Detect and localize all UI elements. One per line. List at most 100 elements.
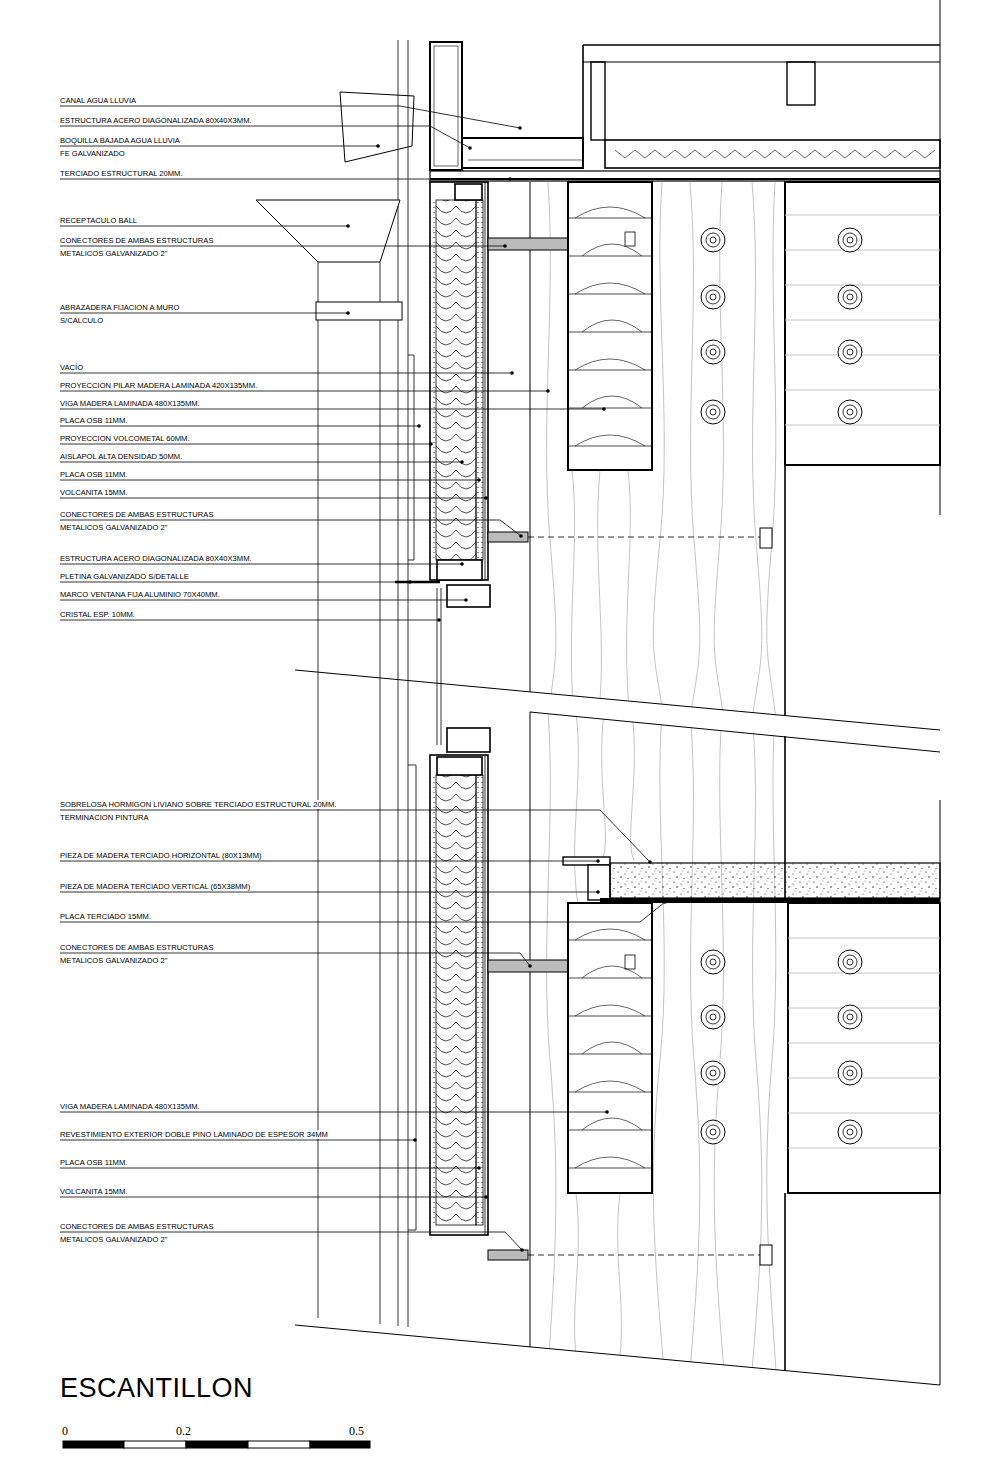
wall-panel	[437, 757, 482, 775]
leader-dot	[528, 964, 532, 968]
downpipe	[256, 200, 402, 320]
bolts	[847, 294, 853, 300]
glulam-beam	[568, 218, 652, 446]
leader-dot	[460, 562, 464, 566]
bolts	[847, 1070, 853, 1076]
callout-text: ESTRUCTURA ACERO DIAGONALIZADA 80X40X3MM…	[60, 554, 252, 563]
bolts	[701, 950, 725, 974]
bolts	[701, 1120, 725, 1144]
structure-lines	[784, 465, 786, 716]
callout-text: PIEZA DE MADERA TERCIADO HORIZONTAL (80X…	[60, 851, 262, 860]
bolts	[843, 955, 857, 969]
glulam-beam	[568, 903, 652, 1193]
leader-line	[60, 1140, 415, 1141]
bolts	[838, 1120, 862, 1144]
bolts	[706, 405, 720, 419]
callout-text: PROYECCION PILAR MADERA LAMINADA 420X135…	[60, 381, 257, 390]
leader-line	[60, 892, 598, 893]
bolts	[843, 1010, 857, 1024]
callout-text: PLACA OSB 11MM.	[60, 1158, 127, 1167]
roof-and-gutter	[591, 62, 605, 140]
roof-and-gutter	[434, 46, 458, 166]
bolts	[838, 950, 862, 974]
bolts	[838, 228, 862, 252]
structure-lines	[530, 712, 940, 752]
wall-panel	[455, 184, 482, 200]
bolts	[710, 1129, 716, 1135]
leader-line	[60, 373, 512, 374]
callout-text: TERCIADO ESTRUCTURAL 20MM.	[60, 169, 183, 178]
wood-grain	[575, 1193, 579, 1371]
callout-label: VIGA MADERA LAMINADA 480X135MM.	[60, 397, 200, 410]
wood-grain	[631, 712, 635, 860]
leader-line	[60, 226, 348, 227]
callout-text: VIGA MADERA LAMINADA 480X135MM.	[60, 1102, 200, 1111]
wall-panel	[476, 200, 483, 560]
callout-label: SOBRELOSA HORMIGON LIVIANO SOBRE TERCIAD…	[60, 798, 342, 824]
glulam-beam	[610, 863, 940, 898]
leader-dot	[346, 311, 350, 315]
bolts	[701, 340, 725, 364]
leader-dot	[477, 478, 481, 482]
bolts	[706, 1125, 720, 1139]
structure-lines	[318, 262, 319, 1318]
connectors	[760, 528, 772, 548]
bolts	[843, 1125, 857, 1139]
callout-label: REVESTIMIENTO EXTERIOR DOBLE PINO LAMINA…	[60, 1128, 328, 1141]
scale-number: 0.2	[176, 1424, 191, 1438]
connectors	[488, 960, 568, 972]
callout-text: PLETINA GALVANIZADO S/DETALLE	[60, 572, 189, 581]
wood-grain	[602, 712, 606, 860]
leader-line	[60, 246, 505, 247]
bolts	[710, 409, 716, 415]
roof-and-gutter	[582, 45, 584, 140]
glulam-beam	[575, 207, 645, 446]
bolts	[710, 959, 716, 965]
connectors	[488, 532, 528, 542]
callout-label: CANAL AGUA LLUVIA	[60, 94, 136, 107]
leader-line	[60, 861, 598, 862]
wood-grain	[598, 470, 602, 720]
leader-dot	[605, 1110, 609, 1114]
callout-label: CRISTAL ESP. 10MM.	[60, 608, 135, 621]
scale-bar	[186, 1441, 248, 1448]
glulam-beam	[625, 232, 635, 246]
wood-grain	[714, 712, 724, 1371]
scale-bar	[63, 1441, 370, 1448]
wood-grain	[547, 712, 556, 1371]
wall-panel	[437, 588, 438, 745]
leader-line	[60, 146, 378, 147]
scale-number: 0	[62, 1424, 68, 1438]
leader-line	[60, 1168, 479, 1169]
structure-lines	[784, 1193, 786, 1371]
bolts	[706, 1066, 720, 1080]
bolts	[838, 1005, 862, 1029]
callout-text: PLACA TERCIADO 15MM.	[60, 912, 151, 921]
bolts	[847, 959, 853, 965]
bolts	[706, 233, 720, 247]
glulam-beam	[785, 215, 940, 425]
wood-grain	[752, 182, 762, 720]
scale-bar	[124, 1441, 186, 1448]
bolts	[701, 228, 725, 252]
bolts	[843, 345, 857, 359]
wood-grain	[618, 1193, 622, 1371]
leader-line	[60, 179, 510, 180]
bolts	[847, 349, 853, 355]
leader-line	[60, 600, 466, 601]
callout-label: VOLCANITA 15MM.	[60, 486, 127, 499]
glulam-beam	[568, 182, 652, 470]
connectors	[760, 1245, 772, 1265]
callout-label: PIEZA DE MADERA TERCIADO VERTICAL (65X38…	[60, 880, 250, 893]
bolts	[838, 1061, 862, 1085]
wood-grain	[767, 182, 776, 720]
callout-label: TERCIADO ESTRUCTURAL 20MM.	[60, 167, 183, 180]
structure-lines	[398, 40, 399, 1326]
callout-label: VIGA MADERA LAMINADA 480X135MM.	[60, 1100, 200, 1113]
leader-line	[60, 902, 665, 922]
bolts	[701, 1005, 725, 1029]
structure-lines	[408, 40, 409, 1327]
leader-line	[60, 1112, 607, 1113]
callout-text: CANAL AGUA LLUVIA	[60, 96, 136, 105]
